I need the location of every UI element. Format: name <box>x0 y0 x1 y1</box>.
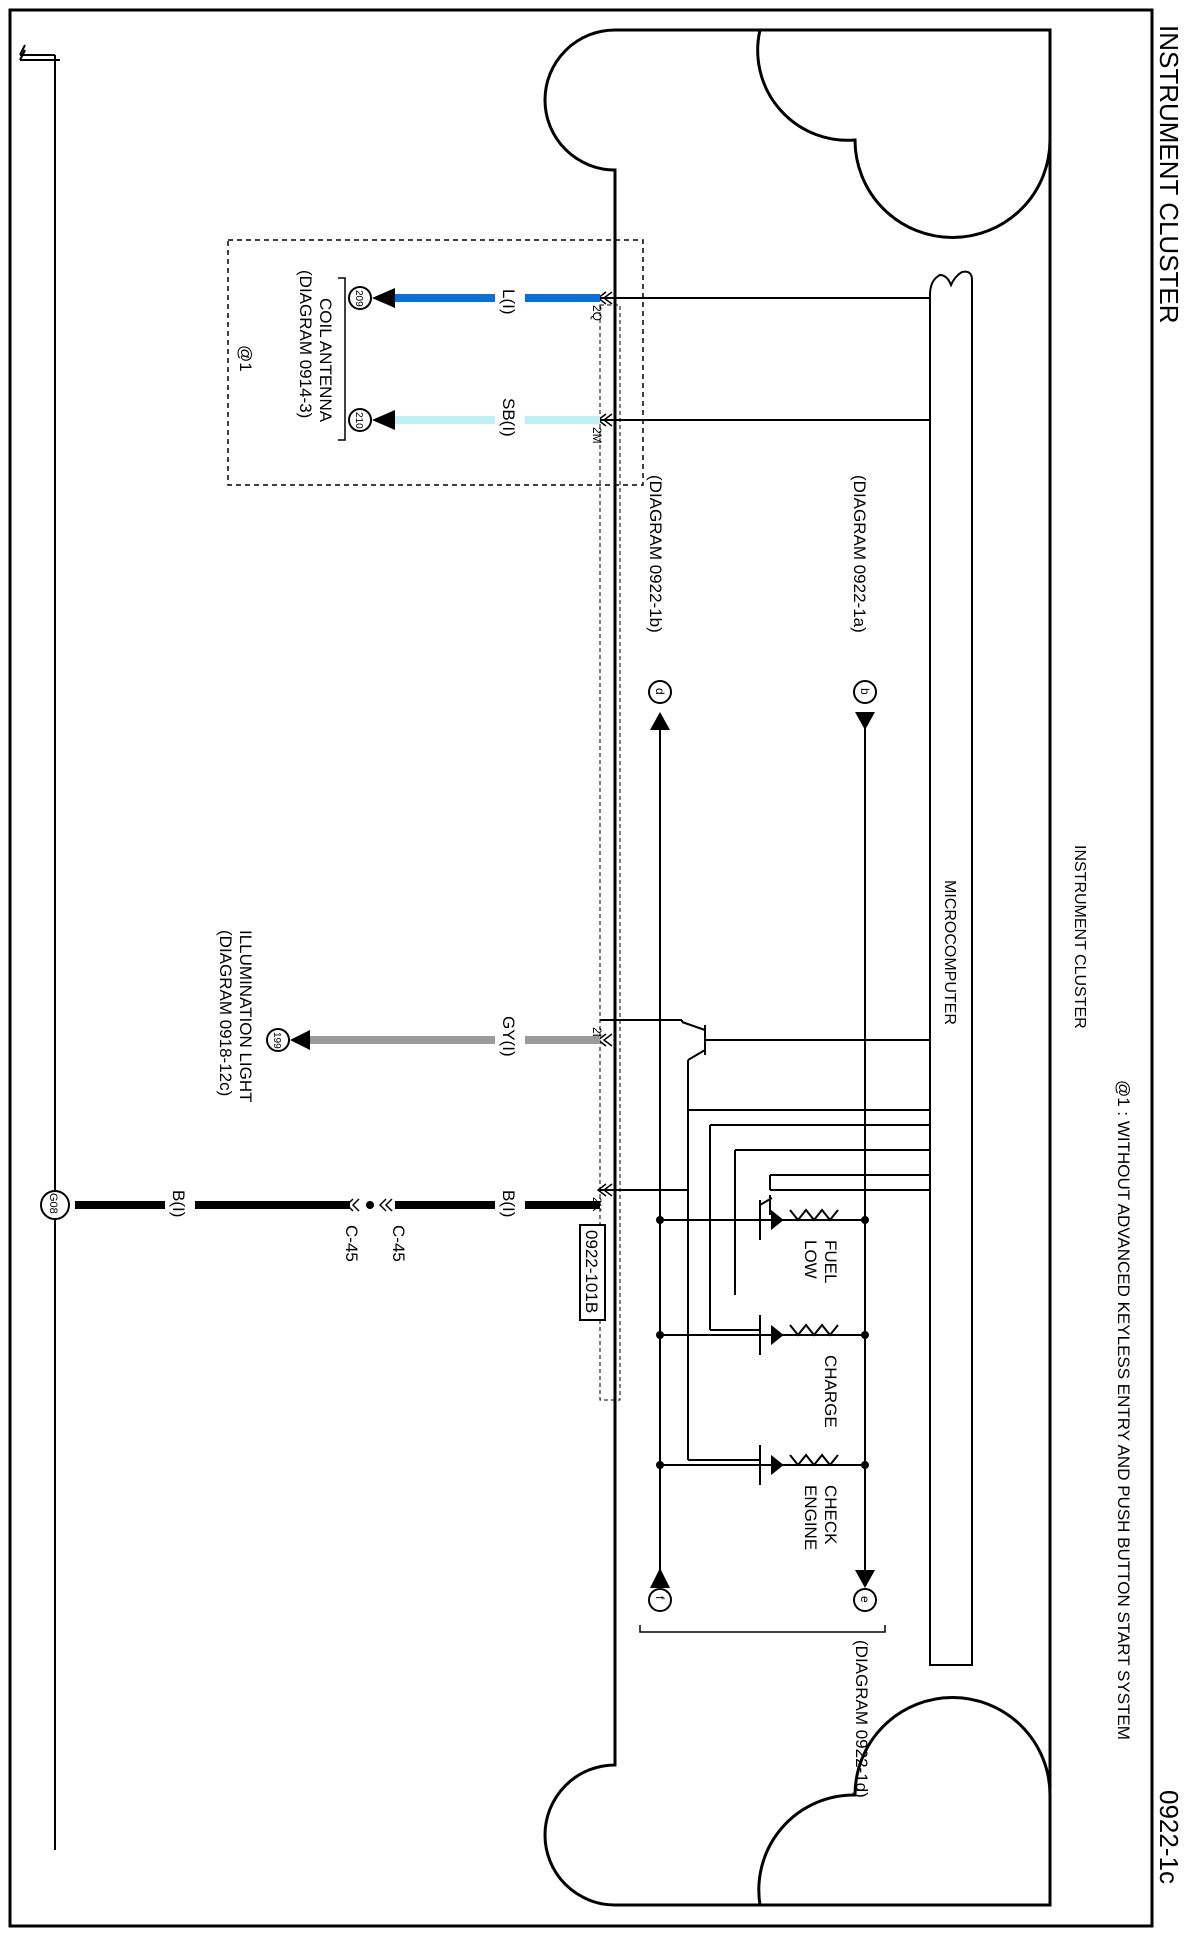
page-number: 0922-1c <box>1154 1790 1184 1884</box>
lamp-drivers <box>687 1150 773 1485</box>
c45-dot <box>366 1201 374 1209</box>
ref-ef-diagram: (DIAGRAM 0922-1d) <box>852 1640 871 1798</box>
ref-b-diagram: (DIAGRAM 0922-1a) <box>850 475 869 633</box>
ref-b <box>853 680 877 730</box>
c45-label-a: C-45 <box>389 1225 408 1262</box>
instrument-cluster-lobes <box>756 29 1052 1906</box>
c45-connector <box>345 1198 393 1212</box>
ref-f-label: f <box>653 1596 667 1600</box>
page-title: INSTRUMENT CLUSTER <box>1154 25 1184 324</box>
ground-g08-label: G08 <box>47 1193 59 1214</box>
ref-e-label: e <box>858 1596 872 1603</box>
terminal-2q: 2Q <box>590 305 604 321</box>
node-199 <box>266 1028 290 1052</box>
ref-b-label: b <box>858 688 872 695</box>
coil-antenna-diagram: (DIAGRAM 0914-3) <box>296 270 315 418</box>
pin-chevrons <box>596 291 613 1197</box>
wire-sb-gap <box>495 410 525 430</box>
harness-tag-box <box>579 1224 606 1321</box>
node-210-label: 210 <box>353 412 364 429</box>
wire-b2-label: B(I) <box>169 1190 188 1217</box>
ref-d-label: d <box>653 688 667 695</box>
lamp-fuel-low-2: LOW <box>801 1240 820 1279</box>
wire-l-gap <box>495 288 525 308</box>
c45-label-b: C-45 <box>342 1225 361 1262</box>
option-tag: @1 <box>236 345 255 372</box>
page-frame <box>8 8 1154 1928</box>
node-209-label: 209 <box>353 290 364 307</box>
module-label: INSTRUMENT CLUSTER <box>1071 845 1088 1029</box>
node-199-label: 199 <box>271 1032 282 1049</box>
arrow-209 <box>372 288 395 308</box>
ref-d-diagram: (DIAGRAM 0922-1b) <box>646 475 665 633</box>
option-note: @1 : WITHOUT ADVANCED KEYLESS ENTRY AND … <box>1114 1080 1133 1740</box>
coil-antenna-label: COIL ANTENNA <box>316 298 335 423</box>
node-209 <box>348 286 372 310</box>
node-210 <box>348 408 372 432</box>
lamp-check-engine-2: ENGINE <box>801 1485 820 1550</box>
shield-dashed <box>599 304 621 1401</box>
lamp-charge: CHARGE <box>821 1355 840 1428</box>
illumination-light-label: ILLUMINATION LIGHT <box>236 930 255 1103</box>
microcomputer-box <box>929 270 973 1666</box>
led-resistor-chain <box>771 1208 839 1476</box>
lamp-fuel-low-1: FUEL <box>821 1240 840 1283</box>
arrow-199 <box>290 1030 310 1050</box>
harness-tag: 0922-101B <box>582 1230 601 1313</box>
ref-f <box>648 1568 672 1612</box>
ref-ef-bracket <box>639 1625 886 1633</box>
wire-gy-gap <box>495 1030 525 1050</box>
wire-sb-label: SB(I) <box>499 398 518 437</box>
ref-d <box>648 680 672 730</box>
ref-e <box>853 1570 877 1612</box>
terminal-2m: 2M <box>590 427 604 444</box>
lamp-check-engine-1: CHECK <box>821 1485 840 1545</box>
ground-g08 <box>40 1190 70 1220</box>
ground-symbol <box>19 44 60 61</box>
illumination-light-diagram: (DIAGRAM 0918-12c) <box>216 930 235 1096</box>
wire-l-label: L(I) <box>499 289 518 315</box>
microcomputer-label: MICROCOMPUTER <box>941 880 958 1025</box>
coil-bracket <box>338 277 346 441</box>
arrow-210 <box>372 410 395 430</box>
wire-b1-gap <box>495 1195 525 1215</box>
instrument-cluster-outline <box>543 28 1052 1907</box>
wire-gy-label: GY(I) <box>499 1016 518 1057</box>
option-box <box>227 239 644 486</box>
junction-dots <box>656 1216 869 1469</box>
wire-b2-gap <box>165 1195 195 1215</box>
internal-traces <box>600 297 930 1580</box>
wire-b1-label: B(I) <box>499 1190 518 1217</box>
